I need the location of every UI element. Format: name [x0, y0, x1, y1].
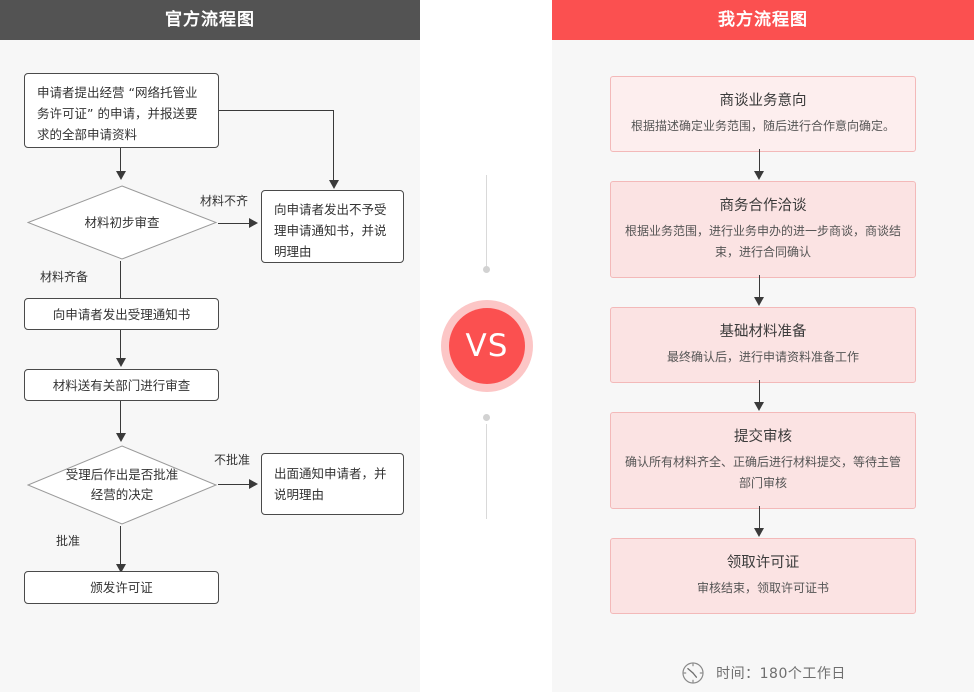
process-card: 提交审核 确认所有材料齐全、正确后进行材料提交，等待主管部门审核 [610, 412, 916, 509]
our-process-title: 我方流程图 [552, 0, 974, 40]
official-process-title: 官方流程图 [0, 0, 420, 40]
edge-label-not-approved: 不批准 [214, 453, 251, 467]
node-rejection-notice: 向申请者发出不予受理申请通知书，并说明理由 [261, 190, 404, 263]
arrow-stem [218, 223, 251, 224]
card-title: 基础材料准备 [719, 324, 807, 340]
process-card: 商谈业务意向 根据描述确定业务范围，随后进行合作意向确定。 [610, 76, 916, 152]
decision-approval: 受理后作出是否批准经营的决定 [27, 445, 217, 525]
arrow-head [249, 218, 258, 228]
vs-badge: VS [441, 300, 533, 392]
decision-label: 受理后作出是否批准经营的决定 [65, 467, 179, 502]
card-title: 商谈业务意向 [719, 93, 807, 109]
card-desc: 审核结束，领取许可证书 [696, 581, 829, 595]
decision-initial-material-review: 材料初步审查 [27, 185, 217, 260]
arrow-head [116, 171, 126, 180]
official-process-panel: 官方流程图 申请者提出经营 “网络托管业务许可证” 的申请，并报送要求的全部申请… [0, 0, 420, 692]
edge-label-materials-incomplete: 材料不齐 [200, 194, 249, 208]
duration-footer: 时间：180个工作日 [552, 660, 974, 686]
process-card: 领取许可证 审核结束，领取许可证书 [610, 538, 916, 614]
vs-line-top [486, 175, 487, 270]
card-desc: 最终确认后，进行申请资料准备工作 [666, 350, 859, 364]
vs-badge-label: VS [449, 308, 525, 384]
arrow-stem [120, 401, 121, 435]
arrow-head [116, 358, 126, 367]
our-process-panel: 我方流程图 商谈业务意向 根据描述确定业务范围，随后进行合作意向确定。 商务合作… [552, 0, 974, 692]
arrow-head [116, 433, 126, 442]
node-notify-applicant: 出面通知申请者，并说明理由 [261, 453, 404, 515]
official-process-body: 申请者提出经营 “网络托管业务许可证” 的申请，并报送要求的全部申请资料 材料初… [0, 40, 420, 692]
edge-label-materials-complete: 材料齐备 [40, 270, 89, 284]
arrow-stem [120, 526, 121, 566]
decision-label: 材料初步审查 [84, 214, 160, 230]
arrow-stem [120, 261, 121, 303]
arrow-head [249, 479, 258, 489]
card-desc: 根据业务范围，进行业务申办的进一步商谈，商谈结束，进行合同确认 [625, 224, 902, 259]
node-issue-license: 颁发许可证 [24, 571, 219, 604]
card-title: 商务合作洽谈 [719, 198, 807, 214]
node-department-review: 材料送有关部门进行审查 [24, 369, 219, 401]
clock-icon [682, 662, 704, 684]
node-application-submit: 申请者提出经营 “网络托管业务许可证” 的申请，并报送要求的全部申请资料 [24, 73, 219, 148]
arrow-stem [120, 330, 121, 360]
arrow-head [116, 564, 126, 573]
arrow-head [329, 180, 339, 189]
process-card: 基础材料准备 最终确认后，进行申请资料准备工作 [610, 307, 916, 383]
card-desc: 根据描述确定业务范围，随后进行合作意向确定。 [630, 119, 895, 133]
duration-text: 时间：180个工作日 [716, 666, 846, 682]
edge-label-approved: 批准 [56, 534, 81, 548]
vs-dot-top [482, 266, 490, 273]
arrow-stem [219, 110, 334, 111]
card-title: 领取许可证 [726, 555, 800, 571]
vs-dot-bottom [482, 414, 490, 421]
our-process-body: 商谈业务意向 根据描述确定业务范围，随后进行合作意向确定。 商务合作洽谈 根据业… [552, 40, 974, 692]
card-title: 提交审核 [734, 429, 792, 445]
node-acceptance-notice: 向申请者发出受理通知书 [24, 298, 219, 330]
process-card: 商务合作洽谈 根据业务范围，进行业务申办的进一步商谈，商谈结束，进行合同确认 [610, 181, 916, 278]
arrow-stem [218, 484, 251, 485]
arrow-stem [333, 110, 334, 182]
vs-line-bottom [486, 424, 487, 519]
arrow-stem [120, 148, 121, 173]
card-desc: 确认所有材料齐全、正确后进行材料提交，等待主管部门审核 [625, 455, 902, 490]
